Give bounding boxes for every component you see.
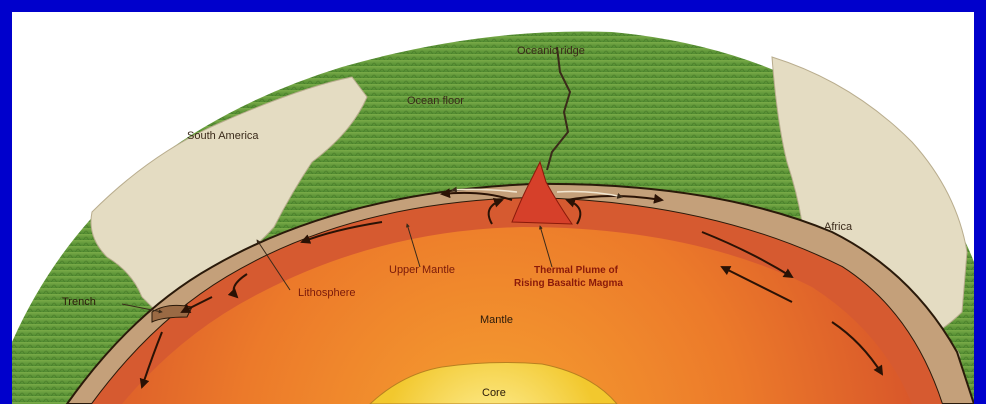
label-oceanic-ridge: Oceanic ridge bbox=[517, 45, 585, 57]
label-africa: Africa bbox=[824, 221, 853, 233]
label-upper-mantle: Upper Mantle bbox=[389, 264, 455, 276]
label-plume-line1: Thermal Plume of bbox=[534, 265, 619, 276]
earth-cross-section-diagram: Oceanic ridge Ocean floor South America … bbox=[12, 12, 974, 404]
diagram-canvas: Oceanic ridge Ocean floor South America … bbox=[12, 12, 974, 404]
label-trench: Trench bbox=[62, 296, 96, 308]
label-south-america: South America bbox=[187, 130, 259, 142]
label-plume-line2: Rising Basaltic Magma bbox=[514, 278, 623, 289]
label-mantle: Mantle bbox=[480, 314, 513, 326]
label-core: Core bbox=[482, 387, 506, 399]
label-ocean-floor: Ocean floor bbox=[407, 95, 464, 107]
label-lithosphere: Lithosphere bbox=[298, 287, 356, 299]
